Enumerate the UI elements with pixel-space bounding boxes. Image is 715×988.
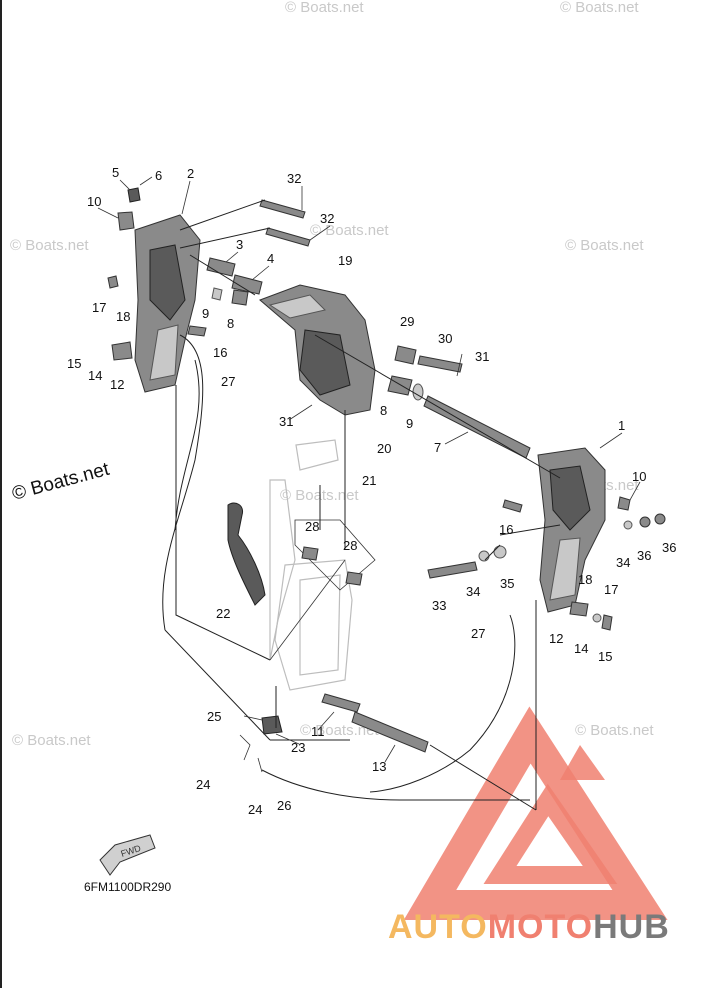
callout: 2 xyxy=(187,166,194,181)
watermark: © Boats.net xyxy=(12,732,91,749)
clamp-23 xyxy=(239,715,283,773)
callout: 12 xyxy=(110,377,124,392)
swivel-bracket xyxy=(259,284,376,416)
watermark: © Boats.net xyxy=(575,722,654,739)
callout: 35 xyxy=(500,576,514,591)
callout: 13 xyxy=(372,759,386,774)
assembly-box xyxy=(269,559,346,661)
diagram-code: 6FM1100DR290 xyxy=(84,880,171,894)
callout: 15 xyxy=(598,649,612,664)
callout: 20 xyxy=(377,441,391,456)
callout: 32 xyxy=(287,171,301,186)
callout: 15 xyxy=(67,356,81,371)
through-bolts xyxy=(259,199,311,247)
callout: 21 xyxy=(362,473,376,488)
callout: 31 xyxy=(475,349,489,364)
callout: 3 xyxy=(236,237,243,252)
callout: 30 xyxy=(438,331,452,346)
motor-ghost-outline xyxy=(269,439,353,691)
callout: 8 xyxy=(380,403,387,418)
callout: 10 xyxy=(87,194,101,209)
callout: 25 xyxy=(207,709,221,724)
watermark: © Boats.net xyxy=(560,0,639,16)
left-clamp-bracket xyxy=(107,187,201,393)
lower-shafts xyxy=(321,693,429,753)
callout: 18 xyxy=(578,572,592,587)
callout: 11 xyxy=(311,724,325,739)
callout: 24 xyxy=(196,777,210,792)
watermark: © Boats.net xyxy=(300,722,379,739)
bushings-28 xyxy=(294,519,376,591)
callout: 8 xyxy=(227,316,234,331)
callout: 28 xyxy=(343,538,357,553)
brand-auto: AUTO xyxy=(388,908,488,946)
tilt-shaft-group xyxy=(387,345,531,459)
callout: 14 xyxy=(574,641,588,656)
callout: 24 xyxy=(248,802,262,817)
callout: 1 xyxy=(618,418,625,433)
callout: 34 xyxy=(616,555,630,570)
callout: 16 xyxy=(213,345,227,360)
callout: 27 xyxy=(221,374,235,389)
callout: 34 xyxy=(466,584,480,599)
callout: 23 xyxy=(291,740,305,755)
callout: 17 xyxy=(604,582,618,597)
sleeves-left xyxy=(187,257,263,337)
callout: 28 xyxy=(305,519,319,534)
watermark: © Boats.net xyxy=(10,237,89,254)
callout: 27 xyxy=(471,626,485,641)
callout: 7 xyxy=(434,440,441,455)
callout: 14 xyxy=(88,368,102,383)
callout: 33 xyxy=(432,598,446,613)
callout: 32 xyxy=(320,211,334,226)
callout: 22 xyxy=(216,606,230,621)
callout: 17 xyxy=(92,300,106,315)
callout: 26 xyxy=(277,798,291,813)
callout: 29 xyxy=(400,314,414,329)
callout: 9 xyxy=(406,416,413,431)
callout: 5 xyxy=(112,165,119,180)
brand-moto: MOTO xyxy=(488,908,593,946)
callout-leaders xyxy=(97,176,641,763)
watermark: © Boats.net xyxy=(565,237,644,254)
right-clamp-bracket xyxy=(427,447,666,631)
callout: 36 xyxy=(662,540,676,555)
watermark: © Boats.net xyxy=(285,0,364,16)
callout: 6 xyxy=(155,168,162,183)
callout: 18 xyxy=(116,309,130,324)
left-border xyxy=(0,0,2,988)
leader-lines xyxy=(162,199,561,811)
brand-hub: HUB xyxy=(593,908,670,946)
callout: 12 xyxy=(549,631,563,646)
svg-text:AUTOMOTOHUB: AUTOMOTOHUB xyxy=(388,908,670,946)
callout: 16 xyxy=(499,522,513,537)
callout: 36 xyxy=(637,548,651,563)
callout: 9 xyxy=(202,306,209,321)
callout: 31 xyxy=(279,414,293,429)
brand-logo: AUTOMOTOHUB xyxy=(388,706,670,946)
watermark-dark: © Boats.net xyxy=(10,459,112,505)
forward-arrow-icon: FWD xyxy=(99,834,156,876)
hose-22 xyxy=(227,502,266,606)
callout: 19 xyxy=(338,253,352,268)
callout: 4 xyxy=(267,251,274,266)
callouts: 1 2 3 4 5 6 7 8 8 9 9 10 10 11 12 12 13 … xyxy=(67,165,676,817)
callout: 10 xyxy=(632,469,646,484)
